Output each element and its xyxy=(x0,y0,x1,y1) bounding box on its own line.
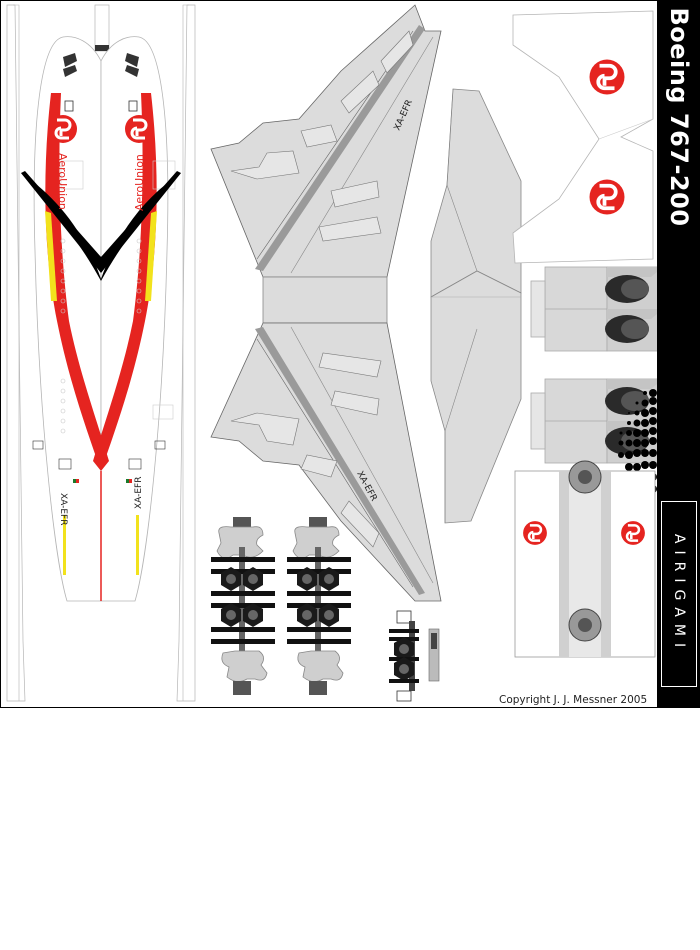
stabilizer-panel xyxy=(430,88,522,524)
papercraft-sheet: XA-EFR XA-EFR xyxy=(0,0,700,708)
landing-gear-panel xyxy=(211,517,440,702)
vertical-tail-panel xyxy=(512,10,654,264)
belly-logo-right xyxy=(619,519,647,547)
belly-panel xyxy=(514,460,656,658)
fuselage-name-right: AeroUnion xyxy=(133,154,146,211)
template-artwork: XA-EFR XA-EFR xyxy=(6,4,664,702)
fuselage-reg-right: XA-EFR xyxy=(134,477,144,510)
belly-logo-left xyxy=(521,519,549,547)
fuselage-panel xyxy=(6,4,196,702)
wing-panel: XA-EFR XA-EFR xyxy=(210,4,442,602)
title-band xyxy=(657,1,699,707)
fuselage-reg-left: XA-EFR xyxy=(58,493,68,526)
aerounion-logo-left xyxy=(47,113,79,145)
fuselage-name-left: AeroUnion xyxy=(56,153,69,210)
model-title: Boeing 767-200 xyxy=(665,7,693,227)
tail-logo-upper xyxy=(587,57,627,97)
brand-frame xyxy=(661,501,697,687)
tail-logo-lower xyxy=(587,177,627,217)
brand-name: AIRIGAMI xyxy=(671,533,687,655)
aerounion-logo-right xyxy=(123,113,155,145)
copyright-notice: Copyright J. J. Messner 2005 xyxy=(499,694,648,706)
